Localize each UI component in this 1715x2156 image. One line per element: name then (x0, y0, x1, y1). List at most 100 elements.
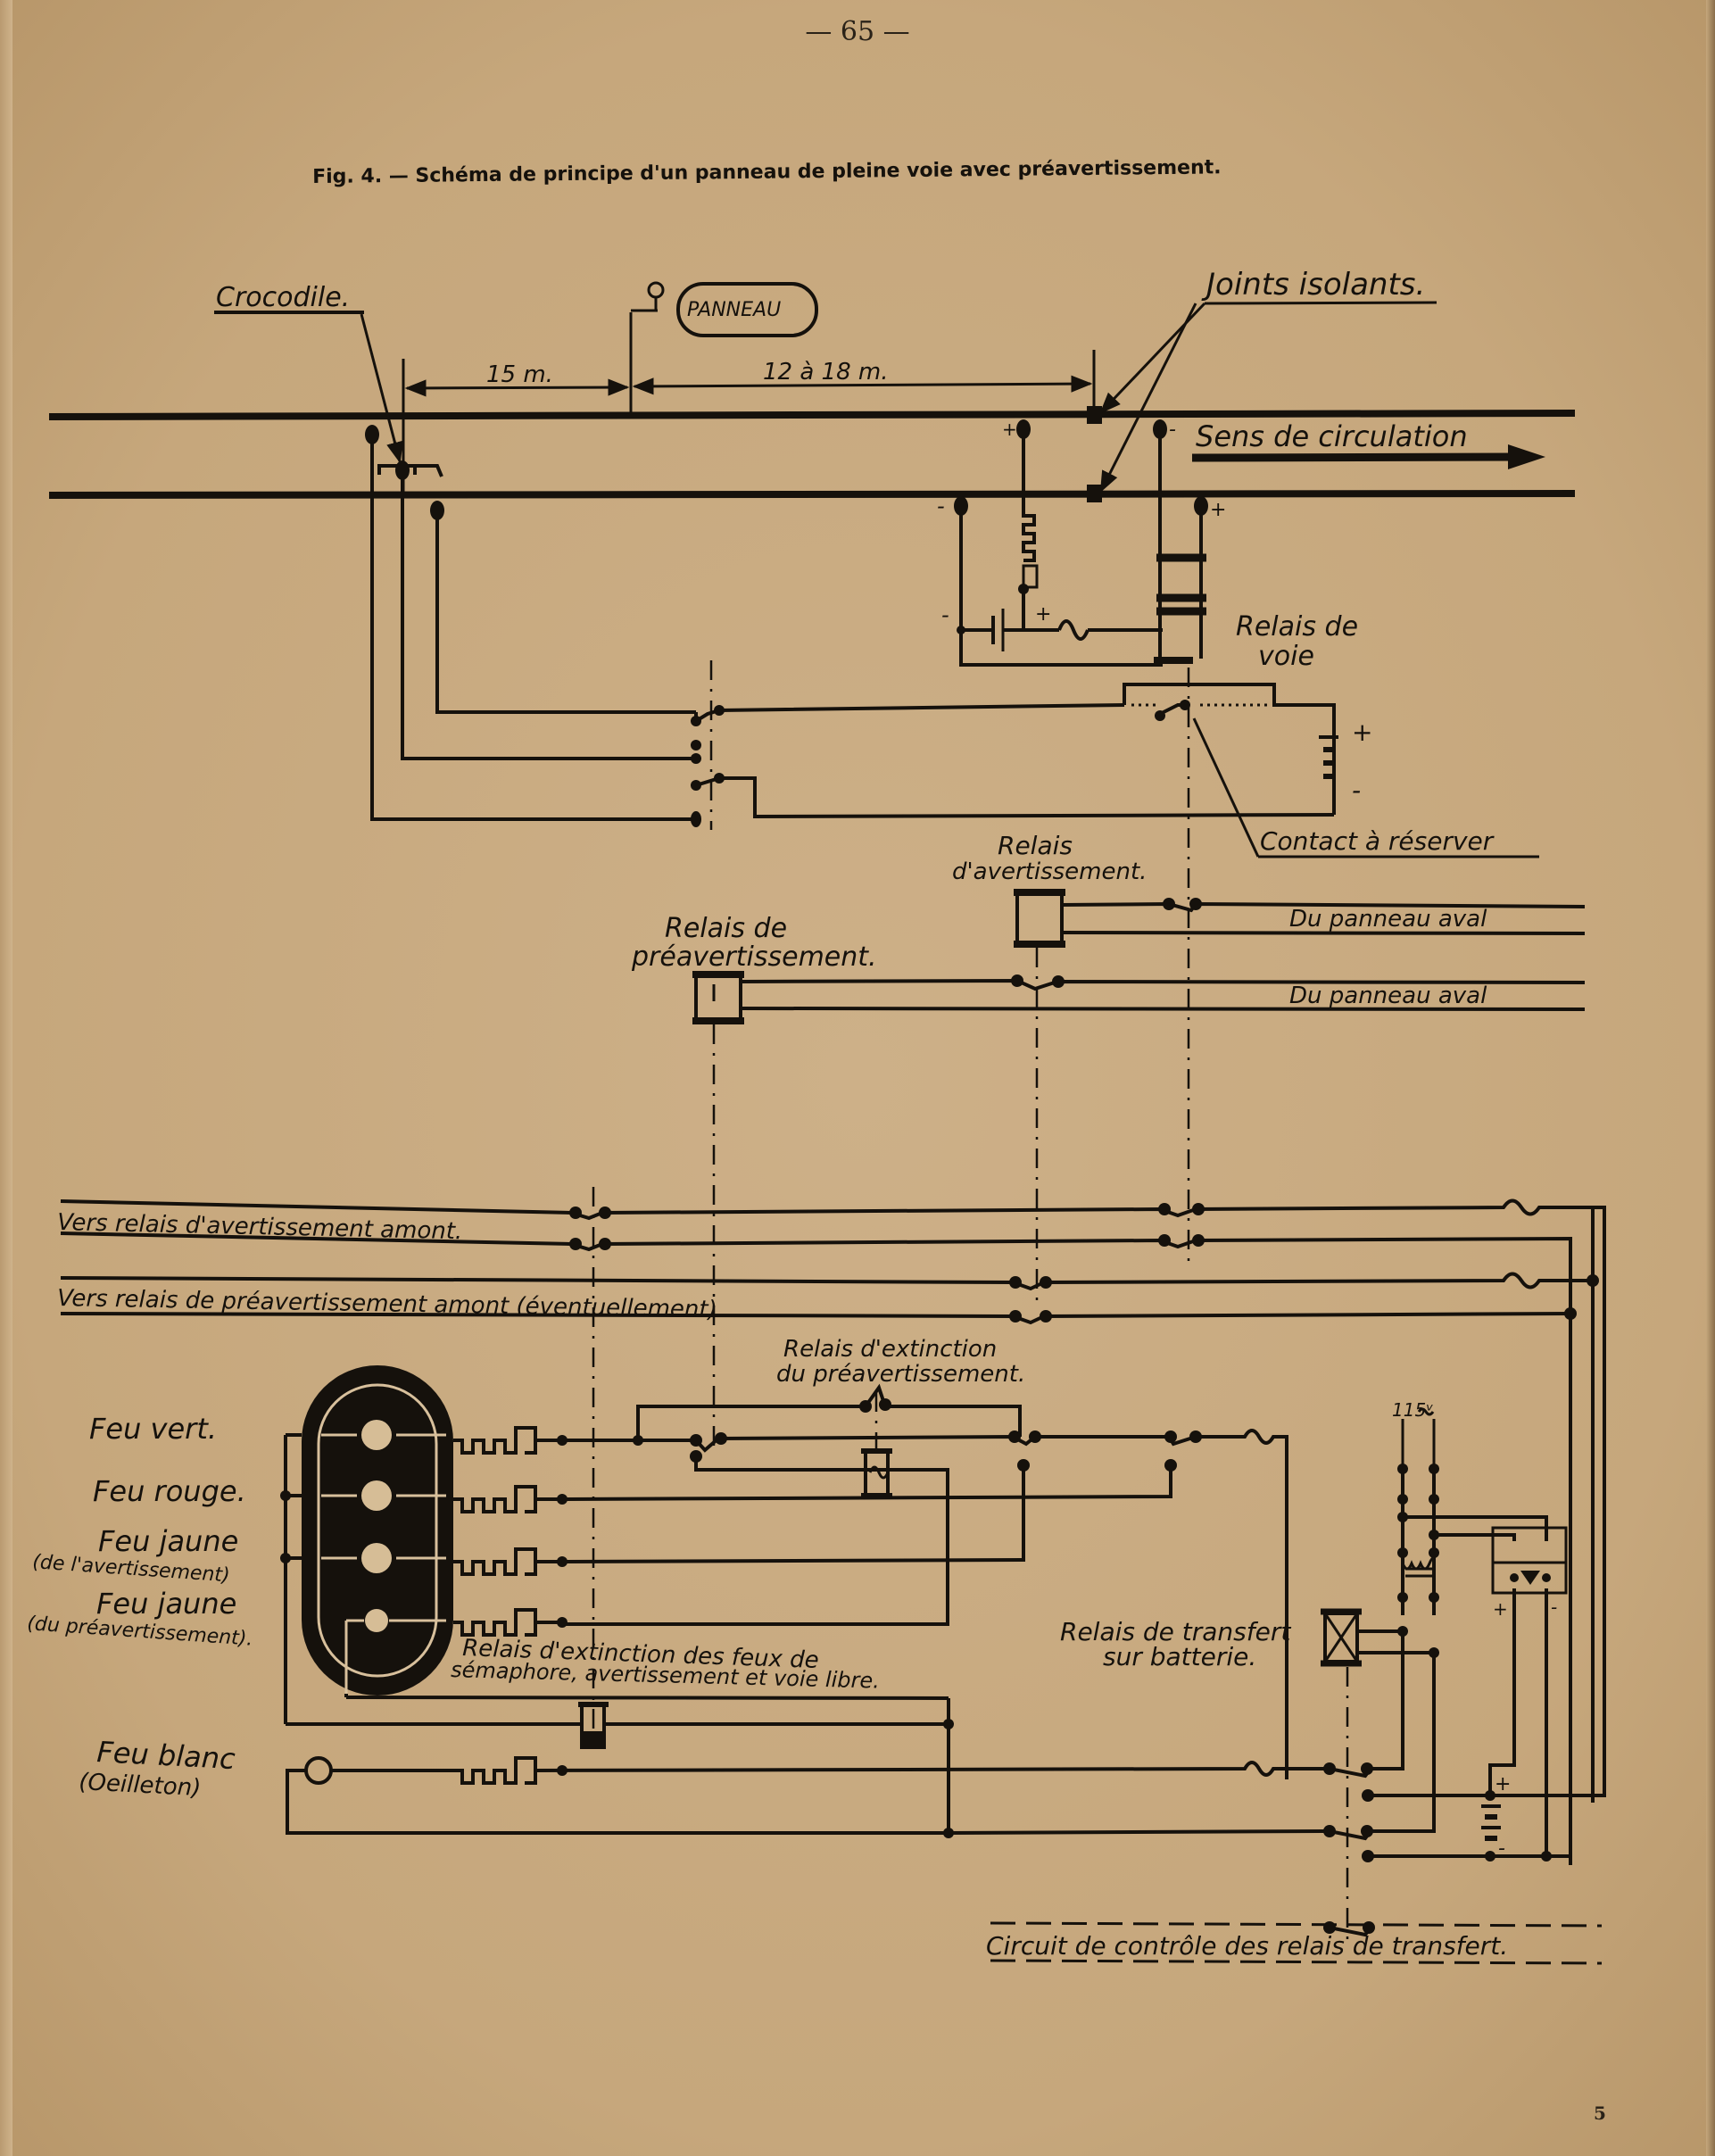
signature-mark: 5 (1594, 2102, 1606, 2124)
circuit-element (60, 1199, 572, 1215)
circuit-element (948, 1829, 1323, 1835)
diagram-label: Relais de (665, 913, 787, 944)
circuit-element (562, 1429, 1288, 1779)
white-lamp-icon (304, 1756, 333, 1785)
circuit-element (1397, 1464, 1408, 1474)
white-lamp-circuit (331, 1756, 1322, 1785)
relais-voie-label-1: Relais de (1236, 611, 1358, 643)
warning-relays: Relais d'avertissement. Du panneau aval … (592, 831, 1586, 1731)
relais-voie-label-2: voie (1258, 641, 1314, 672)
circuit-element (740, 978, 1586, 991)
resistor-red (453, 1485, 562, 1513)
circuit-element (1403, 1515, 1548, 1541)
circuit-element (636, 1383, 1022, 1440)
circuit-element (561, 1466, 1172, 1501)
circuit-element (990, 1921, 1603, 1928)
joint-leader-1 (1099, 302, 1206, 414)
signal-body (302, 1365, 453, 1696)
circuit-element (1429, 1547, 1439, 1558)
circuit-element (1192, 1234, 1205, 1247)
page-right-edge (1706, 0, 1715, 2156)
panneau-box (676, 282, 818, 337)
signal-head: Feu vert. Feu rouge. Feu jaune (de l'ave… (27, 1365, 453, 1724)
circuit-element (691, 716, 701, 726)
diagram-label: - (1498, 1837, 1505, 1860)
circuit-element (1011, 974, 1023, 987)
avertissement-relay-coil (1015, 891, 1064, 946)
circuit-element (1164, 1430, 1177, 1443)
diagram-label: + (1002, 419, 1017, 440)
direction-label: Sens de circulation (1196, 419, 1468, 453)
direction-arrow (1191, 452, 1518, 462)
circuit-element (1323, 1921, 1336, 1934)
white-light-sub: (Oeilleton) (79, 1769, 202, 1802)
extinction-preav-label-1: Relais d'extinction (783, 1336, 997, 1363)
lamp-yellow-prewarning-icon (365, 1609, 388, 1632)
rectifier-diode-icon (1520, 1571, 1540, 1585)
lamp-red-icon (361, 1480, 392, 1511)
extinction-preav-label-2: du préavertissement. (776, 1361, 1025, 1388)
contact-reserver-label: Contact à réserver (1260, 826, 1495, 856)
circuit-element (1368, 1854, 1572, 1865)
transfert-label-1: Relais de transfert (1060, 1617, 1291, 1646)
rail-bottom (48, 490, 1576, 499)
circuit-element (879, 1398, 891, 1411)
circuit-element (1429, 1464, 1439, 1474)
wire-crocodile-1 (370, 435, 696, 821)
circuit-element (1542, 1573, 1551, 1582)
circuit-element (1363, 1921, 1375, 1934)
panneau-lamp-icon (647, 281, 665, 299)
transformer-icon (1401, 1556, 1436, 1571)
circuit-element (690, 1450, 702, 1463)
circuit-element (695, 776, 1335, 819)
circuit-element (1488, 1588, 1516, 1795)
circuit-element (1485, 1851, 1495, 1862)
circuit-element (317, 1383, 438, 1678)
circuit-element (1323, 1825, 1336, 1837)
lamp-label-yellow-1: Feu jaune (98, 1524, 238, 1558)
diagram-label: - (937, 493, 945, 518)
circuit-element (580, 1731, 606, 1749)
track-section: Crocodile. 15 m. 12 à 18 m. PANNEAU Join… (48, 267, 1576, 1267)
circuit-element (1361, 1825, 1373, 1837)
circuit-element (1163, 898, 1175, 910)
diagram-label: + (1352, 717, 1372, 747)
circuit-element (569, 1207, 582, 1219)
diagram-label: - (1169, 419, 1176, 441)
circuit-element (1061, 901, 1586, 913)
circuit-element (1040, 1310, 1052, 1323)
diagram-label: + (1210, 499, 1226, 521)
circuit-element (562, 1455, 949, 1626)
circuit-element (1368, 1206, 1606, 1797)
resistor-yellow-2 (453, 1608, 562, 1637)
panneau-label: PANNEAU (687, 299, 781, 321)
circuit-element (715, 1432, 727, 1445)
du-panneau-aval-2: Du panneau aval (1289, 983, 1487, 1009)
circuit-element (1434, 1533, 1516, 1541)
circuit-element (599, 1238, 611, 1250)
preavertissement-relay-coil (694, 973, 742, 1023)
circuit-element (1323, 1762, 1336, 1775)
circuit-element (561, 1466, 1025, 1563)
resistor-yellow-1 (453, 1547, 562, 1576)
circuit-element (1189, 1430, 1202, 1443)
circuit-element (1052, 975, 1065, 988)
circuit-element (1008, 1430, 1021, 1443)
dim-label-15m: 15 m. (486, 361, 553, 388)
circuit-element (957, 626, 965, 634)
white-light-label: Feu blanc (96, 1735, 236, 1776)
dim-line-12-18m (632, 375, 1093, 395)
circuit-element (1322, 1653, 1436, 1841)
circuit-element (1158, 1234, 1171, 1247)
dim-label-12-18m: 12 à 18 m. (763, 359, 889, 386)
circuit-element (691, 740, 701, 750)
circuit-element (1429, 1494, 1439, 1505)
vers-avertissement-amont: Vers relais d'avertissement amont. (57, 1209, 463, 1245)
lamp-circuits: Relais d'extinction du préavertissement.… (79, 1336, 1323, 1838)
crocodile-label: Crocodile. (216, 282, 350, 313)
circuit-element (740, 1007, 1586, 1011)
circuit-element (1009, 1276, 1022, 1289)
wire-crocodile-3 (435, 510, 696, 714)
controle-label: Circuit de contrôle des relais de transf… (986, 1931, 1508, 1961)
circuit-element (1158, 1203, 1171, 1215)
